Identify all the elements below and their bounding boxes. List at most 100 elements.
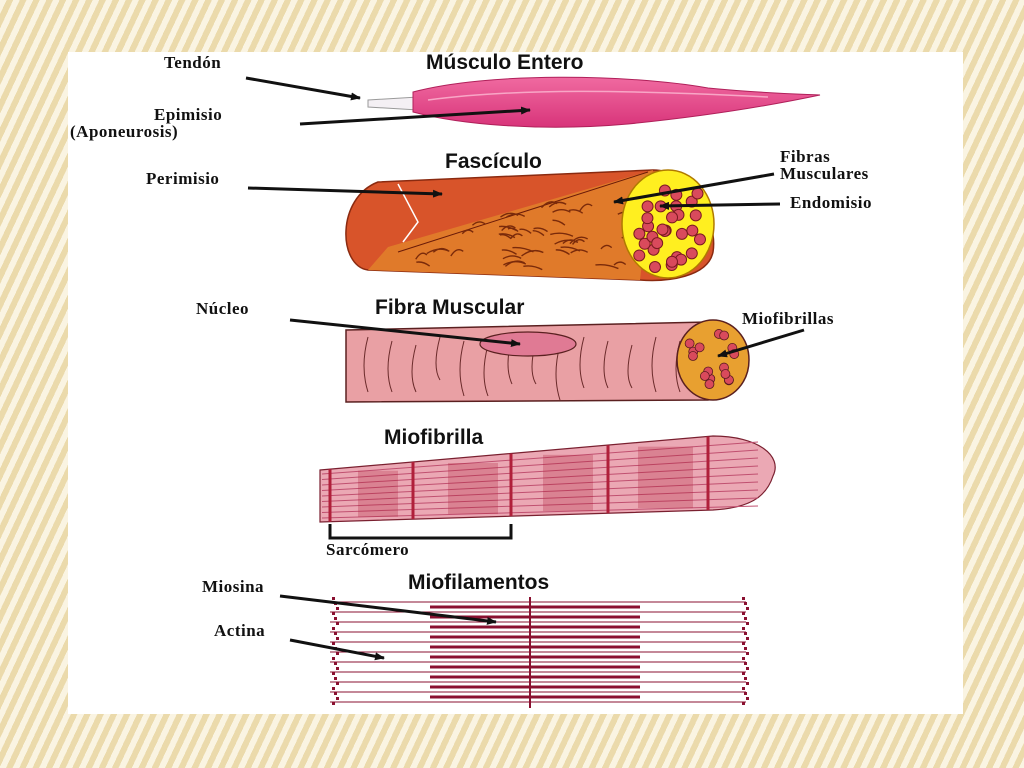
fascicle-squiggle: [519, 228, 532, 234]
arrow-epimisio: [299, 106, 531, 126]
myofibril-line: [321, 473, 759, 497]
arrow-nucleo: [289, 318, 521, 348]
myofibril-line: [321, 441, 759, 475]
z-edge-mark: [336, 622, 339, 625]
myofibril-illustration: [319, 435, 776, 523]
z-edge-mark: [334, 692, 337, 695]
fiber-striation: [603, 340, 609, 389]
fascicle-squiggle: [550, 232, 574, 237]
myosin-filaments: [430, 605, 640, 699]
z-edge-mark: [744, 602, 747, 605]
label-perimisio: Perimisio: [146, 169, 219, 188]
z-edge-mark: [336, 682, 339, 685]
label-epimisio: Epimisio: [154, 105, 222, 124]
fascicle-squiggle: [579, 203, 593, 212]
fiber-dot: [685, 247, 698, 260]
z-edge-mark: [744, 647, 747, 650]
fascicle-illustration: [345, 169, 715, 282]
fascicle-inner-shape: [368, 170, 653, 280]
fascicle-squiggle: [471, 221, 486, 226]
muscle-belly-shape: [412, 76, 821, 128]
fascicle-squiggle: [415, 252, 428, 260]
label-fibras: Fibras: [780, 147, 830, 166]
z-edge-mark: [746, 667, 749, 670]
fiber-striation: [435, 336, 441, 381]
myofibril-line: [321, 497, 759, 513]
z-edge-mark: [746, 607, 749, 610]
fascicle-squiggle: [499, 233, 512, 240]
fiber-dot: [641, 212, 654, 225]
muscle-highlight: [427, 90, 769, 101]
z-edge-mark: [332, 612, 335, 615]
label-tendon: Tendón: [164, 53, 221, 72]
myofibril-dot: [688, 351, 698, 361]
z-edge-mark: [744, 677, 747, 680]
myofibril-line: [321, 505, 759, 519]
myofibril-filament-lines: [321, 441, 759, 519]
fascicle-squiggle: [613, 261, 627, 266]
a-band-region: [358, 470, 398, 517]
whole-muscle-illustration: [367, 76, 821, 128]
fascicle-squiggle: [600, 244, 613, 250]
myofibril-line: [321, 489, 759, 508]
z-edge-mark: [746, 622, 749, 625]
fascicle-squiggle: [512, 246, 534, 253]
myofilaments-illustration: [330, 597, 749, 708]
myofibril-dot: [694, 342, 705, 353]
muscle-fiber-illustration: [345, 319, 750, 403]
fiber-striation: [363, 336, 369, 393]
fiber-dot: [665, 255, 678, 268]
z-edge-mark: [746, 697, 749, 700]
fiber-striation: [459, 340, 465, 397]
a-band-region: [638, 446, 693, 509]
fascicle-squiggle: [595, 263, 619, 270]
z-edge-mark: [332, 672, 335, 675]
arrow-actina: [289, 638, 385, 661]
perimysium-line: [397, 183, 419, 243]
fiber-dot: [691, 187, 704, 200]
tendon-shape: [367, 96, 419, 111]
fascicle-squiggle: [461, 229, 474, 235]
fiber-dot: [666, 211, 679, 224]
fascicle-squiggle: [523, 265, 543, 271]
z-edge-mark: [336, 607, 339, 610]
nucleus-shape: [479, 331, 577, 357]
z-edge-mark: [332, 627, 335, 630]
z-edge-mark: [334, 632, 337, 635]
label-miofibrillas: Miofibrillas: [742, 309, 834, 328]
z-edge-mark: [742, 672, 745, 675]
z-edge-mark: [336, 667, 339, 670]
fascicle-squiggle: [504, 260, 525, 267]
fiber-dot: [689, 209, 702, 222]
z-edge-mark: [334, 662, 337, 665]
z-edge-mark: [742, 642, 745, 645]
z-edge-mark: [742, 702, 745, 705]
myofibril-dot: [719, 330, 730, 341]
myofibril-dots: [684, 329, 740, 390]
diagram-panel: Músculo Entero Tendón Epimisio (Aponeuro…: [68, 52, 963, 714]
myofibril-dot: [699, 371, 710, 381]
fascicle-squiggle: [532, 229, 545, 237]
title-miofibrilla: Miofibrilla: [384, 426, 483, 449]
a-band-region: [448, 462, 498, 515]
title-miofilamentos: Miofilamentos: [408, 571, 549, 594]
title-musculo-entero: Músculo Entero: [426, 52, 584, 74]
fiber-dot: [641, 200, 654, 213]
label-actina: Actina: [214, 621, 265, 640]
z-edge-mark: [746, 637, 749, 640]
fiber-striation: [411, 344, 417, 393]
fascicle-squiggle: [502, 255, 522, 260]
arrow-tendon: [245, 76, 361, 101]
label-nucleo: Núcleo: [196, 299, 249, 318]
z-edge-mark: [332, 597, 335, 600]
fascicle-squiggle: [571, 239, 585, 245]
z-edge-mark: [332, 642, 335, 645]
sarcomere-bracket-line: [328, 524, 513, 540]
arrow-endomisio: [659, 201, 781, 210]
fascicle-squiggle: [552, 208, 571, 213]
fiber-dot: [675, 227, 688, 240]
fiber-dot: [638, 237, 651, 250]
z-edge-mark: [746, 652, 749, 655]
z-edge-mark: [332, 702, 335, 705]
fascicle-squiggle: [505, 213, 526, 218]
